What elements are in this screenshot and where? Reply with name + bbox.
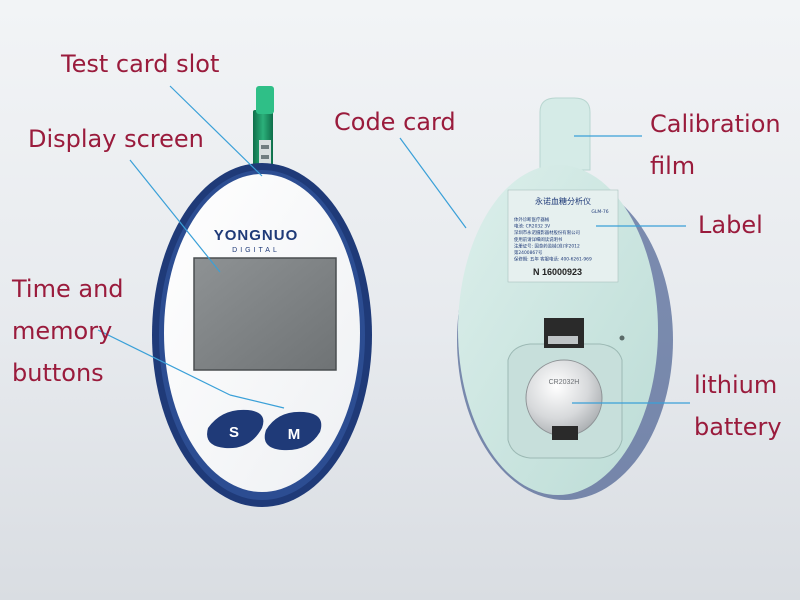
callout-time-memory-buttons: Time and memory buttons — [12, 275, 124, 387]
leader-lines — [97, 85, 690, 409]
leader-test-card-slot — [169, 85, 263, 177]
label-line: 深圳市永诺摄影器材股份有限公司 — [514, 229, 580, 236]
display-screen — [193, 257, 337, 371]
label-line: 注册证号: 国食药监械(准)字2012 — [514, 242, 580, 249]
label-title: 永诺血糖分析仪 — [535, 196, 591, 206]
button-m-label: M — [288, 426, 301, 443]
label-line: 保修期: 五年 客服电话: 400-6261-969 — [514, 256, 592, 263]
label-line: 体外诊断医疗器械 — [514, 216, 550, 223]
meter-front: YONGNUO DIGITAL S M — [152, 86, 372, 507]
callout-test-card-slot: Test card slot — [61, 50, 220, 78]
label-line: 第2400867号 — [514, 249, 543, 256]
leader-display-screen — [129, 159, 221, 273]
button-s[interactable]: S — [207, 409, 264, 449]
callout-label: Label — [698, 211, 763, 239]
battery-compartment: CR2032H — [507, 318, 623, 459]
battery-text: CR2032H — [549, 379, 580, 386]
brand-logo: YONGNUO — [214, 227, 299, 244]
brand-sub: DIGITAL — [232, 247, 280, 254]
calibration-film — [539, 97, 591, 171]
label-line: 使用前请详细阅读说明书 — [514, 236, 563, 243]
callout-display-screen: Display screen — [28, 125, 204, 153]
label-model: GLM-76 — [591, 209, 608, 215]
label-line: 电池: CR2032 3V — [514, 223, 550, 230]
leader-time-memory-m — [229, 394, 285, 409]
vent-hole — [619, 335, 625, 341]
lithium-battery — [525, 359, 603, 437]
button-m[interactable]: M — [264, 411, 322, 451]
callout-lithium-battery: lithium battery — [694, 371, 782, 441]
label-serial: N 16000923 — [533, 267, 582, 277]
button-s-label: S — [229, 424, 239, 441]
callout-code-card: Code card — [334, 108, 456, 136]
leader-time-memory — [97, 329, 231, 396]
leader-code-card — [399, 137, 467, 229]
callout-calibration-film: Calibration film — [650, 110, 781, 180]
